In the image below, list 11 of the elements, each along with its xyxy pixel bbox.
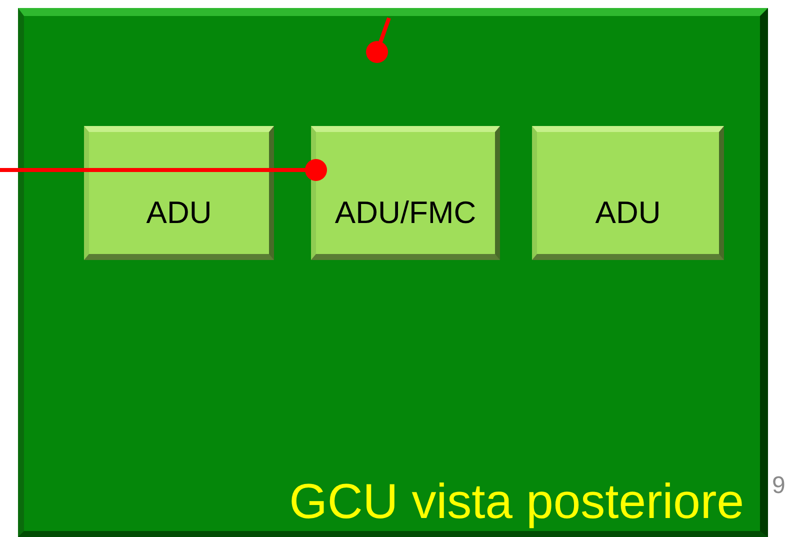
module-box — [311, 126, 500, 260]
board-title: GCU vista posteriore — [289, 478, 744, 527]
module-label: ADU — [595, 197, 661, 228]
circuit-board — [18, 8, 768, 537]
slide-number: 9 — [772, 474, 786, 498]
leader-line — [0, 159, 327, 181]
module-box — [532, 126, 724, 260]
module-label: ADU — [146, 197, 212, 228]
module-box — [84, 126, 274, 260]
leader-line — [366, 17, 391, 63]
module-label: ADU/FMC — [334, 197, 476, 228]
